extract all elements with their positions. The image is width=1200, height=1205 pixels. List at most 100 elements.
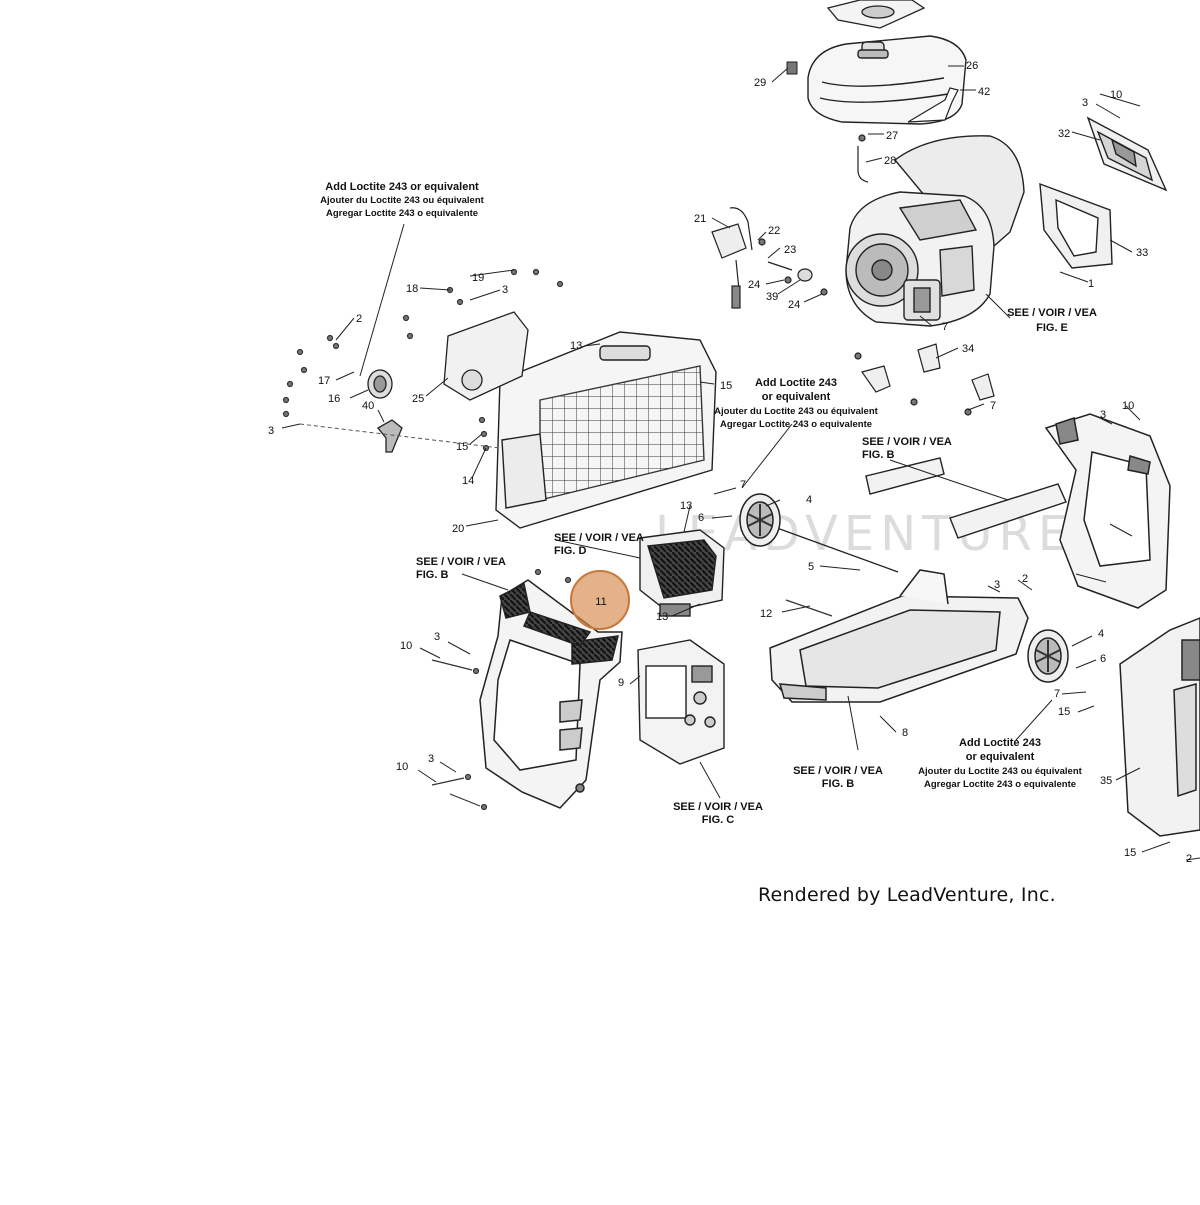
callout-1: 1 bbox=[1088, 278, 1094, 290]
callout-3: 3 bbox=[994, 579, 1000, 591]
svg-text:FIG. B: FIG. B bbox=[862, 449, 894, 461]
note-see-fig-b-bottom: SEE / VOIR / VEA FIG. B bbox=[793, 765, 883, 790]
svg-text:or equivalent: or equivalent bbox=[966, 751, 1035, 763]
svg-text:Ajouter du Loctite 243 ou équi: Ajouter du Loctite 243 ou équivalent bbox=[320, 195, 484, 206]
parts-23-24-fittings bbox=[758, 238, 828, 296]
callout-29: 29 bbox=[754, 77, 766, 89]
fig-d-inverter-module bbox=[639, 529, 725, 617]
part-21-throttle-bracket bbox=[711, 207, 753, 309]
part-5-axle bbox=[765, 523, 899, 573]
part-35-side-housing bbox=[1119, 617, 1200, 837]
fuel-tank bbox=[807, 35, 967, 125]
callout-3: 3 bbox=[1100, 409, 1106, 421]
engine-assembly bbox=[845, 135, 1025, 327]
callout-17: 17 bbox=[318, 375, 330, 387]
fig-b-handle-tubes bbox=[865, 457, 1067, 539]
part-33-panel-frame bbox=[1039, 182, 1113, 269]
callout-14: 14 bbox=[462, 475, 474, 487]
svg-text:SEE / VOIR / VEA: SEE / VOIR / VEA bbox=[862, 436, 952, 448]
callout-33: 33 bbox=[1136, 247, 1148, 259]
callout-19: 19 bbox=[472, 272, 484, 284]
part-12-cable bbox=[785, 599, 833, 617]
highlight-circle[interactable] bbox=[570, 570, 630, 630]
callout-39: 39 bbox=[766, 291, 778, 303]
callout-3: 3 bbox=[1082, 97, 1088, 109]
callout-10: 10 bbox=[400, 640, 412, 652]
svg-text:Add Loctite 243 or equivalent: Add Loctite 243 or equivalent bbox=[325, 181, 479, 193]
callout-40: 40 bbox=[362, 400, 374, 412]
part-29-grommet bbox=[786, 61, 798, 75]
callout-13: 13 bbox=[680, 500, 692, 512]
callout-22: 22 bbox=[768, 225, 780, 237]
callout-42: 42 bbox=[978, 86, 990, 98]
fuel-tank-cap bbox=[826, 0, 926, 29]
callout-6: 6 bbox=[698, 512, 704, 524]
fig-c-control-panel bbox=[637, 639, 725, 765]
svg-text:Add Loctite 243: Add Loctite 243 bbox=[755, 377, 837, 389]
callout-15: 15 bbox=[1058, 706, 1070, 718]
part-32-air-filter-cover bbox=[1086, 116, 1168, 192]
note-see-fig-c: SEE / VOIR / VEA FIG. C bbox=[673, 801, 763, 826]
callout-23: 23 bbox=[784, 244, 796, 256]
callout-2: 2 bbox=[1186, 853, 1192, 865]
callout-10: 10 bbox=[1122, 400, 1134, 412]
fastener-set-left bbox=[282, 268, 564, 452]
svg-text:FIG. E: FIG. E bbox=[1036, 322, 1068, 334]
callout-7: 7 bbox=[990, 400, 996, 412]
callout-10: 10 bbox=[1110, 89, 1122, 101]
svg-text:SEE / VOIR / VEA: SEE / VOIR / VEA bbox=[1007, 307, 1097, 319]
callout-7: 7 bbox=[942, 321, 948, 333]
callout-6: 6 bbox=[1100, 653, 1106, 665]
callout-labels: 29 26 42 27 28 10 3 32 33 1 21 22 23 24 … bbox=[268, 60, 1192, 865]
callout-27: 27 bbox=[886, 130, 898, 142]
svg-text:Agregar Loctite 243 o equivale: Agregar Loctite 243 o equivalente bbox=[924, 779, 1076, 790]
callout-18: 18 bbox=[406, 283, 418, 295]
note-see-fig-b-left: SEE / VOIR / VEA FIG. B bbox=[416, 556, 506, 581]
callout-12: 12 bbox=[760, 608, 772, 620]
callout-24: 24 bbox=[748, 279, 760, 291]
callout-32: 32 bbox=[1058, 128, 1070, 140]
leader-lines bbox=[281, 65, 1200, 861]
callout-4: 4 bbox=[1098, 628, 1104, 640]
callout-35: 35 bbox=[1100, 775, 1112, 787]
svg-text:or equivalent: or equivalent bbox=[762, 391, 831, 403]
svg-text:SEE / VOIR / VEA: SEE / VOIR / VEA bbox=[673, 801, 763, 813]
highlight-label: 11 bbox=[595, 596, 606, 608]
svg-text:Ajouter du Loctite 243 ou équi: Ajouter du Loctite 243 ou équivalent bbox=[714, 406, 878, 417]
callout-2: 2 bbox=[356, 313, 362, 325]
render-credit: Rendered by LeadVenture, Inc. bbox=[758, 884, 1056, 906]
callout-34: 34 bbox=[962, 343, 974, 355]
note-see-fig-b-top: SEE / VOIR / VEA FIG. B bbox=[862, 436, 952, 461]
svg-text:Agregar Loctite 243 o equivale: Agregar Loctite 243 o equivalente bbox=[326, 208, 478, 219]
svg-text:Ajouter du Loctite 243 ou équi: Ajouter du Loctite 243 ou équivalent bbox=[918, 766, 1082, 777]
frame-right bbox=[1044, 413, 1171, 609]
svg-text:FIG. C: FIG. C bbox=[702, 814, 734, 826]
note-see-fig-e: SEE / VOIR / VEA FIG. E bbox=[1007, 307, 1097, 334]
base-tray bbox=[769, 569, 1029, 703]
callout-7: 7 bbox=[1054, 688, 1060, 700]
callout-13: 13 bbox=[570, 340, 582, 352]
part-34-bracket bbox=[854, 343, 995, 416]
callout-28: 28 bbox=[884, 155, 896, 167]
callout-2: 2 bbox=[1022, 573, 1028, 585]
axis-line-left bbox=[299, 423, 501, 449]
callout-9: 9 bbox=[618, 677, 624, 689]
callout-13: 13 bbox=[656, 611, 668, 623]
callout-8: 8 bbox=[902, 727, 908, 739]
front-panel-assembly bbox=[479, 579, 623, 809]
callout-21: 21 bbox=[694, 213, 706, 225]
callout-4: 4 bbox=[806, 494, 812, 506]
note-loctite-bottom: Add Loctite 243 or equivalent Ajouter du… bbox=[918, 737, 1082, 790]
callout-15: 15 bbox=[1124, 847, 1136, 859]
callout-5: 5 bbox=[808, 561, 814, 573]
part-42-strap bbox=[907, 87, 959, 123]
svg-text:FIG. B: FIG. B bbox=[416, 569, 448, 581]
part-20-side-panel bbox=[495, 331, 717, 529]
highlight-callout-11[interactable]: 11 bbox=[570, 570, 630, 630]
svg-text:Add Loctite 243: Add Loctite 243 bbox=[959, 737, 1041, 749]
callout-15: 15 bbox=[456, 441, 468, 453]
svg-text:FIG. D: FIG. D bbox=[554, 545, 586, 557]
svg-text:FIG. B: FIG. B bbox=[822, 778, 854, 790]
